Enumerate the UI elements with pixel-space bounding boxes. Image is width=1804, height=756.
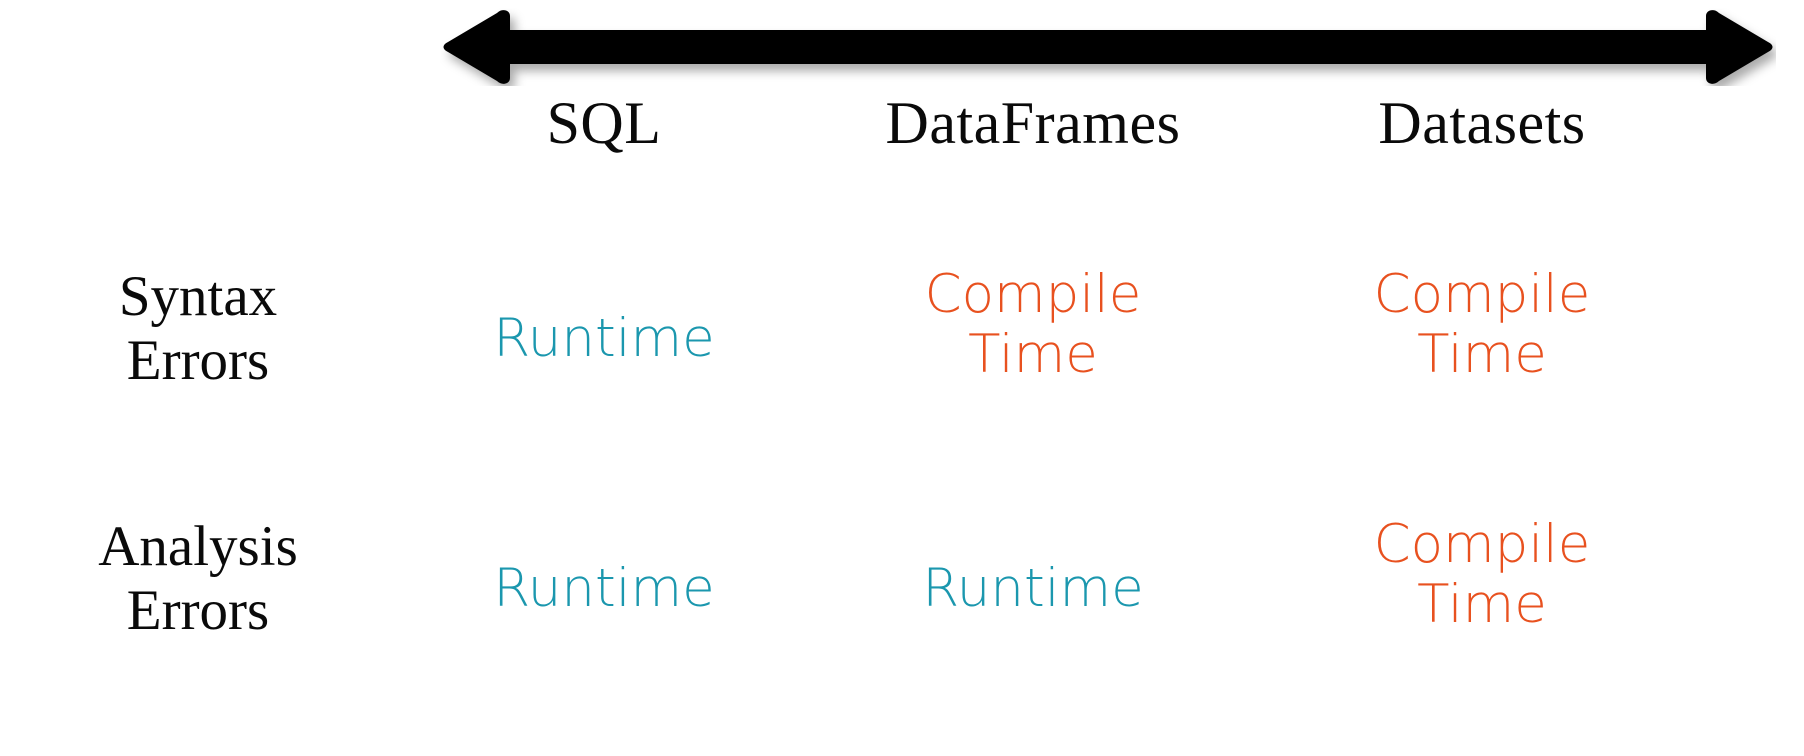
cell-value-line-1: Compile	[1373, 513, 1591, 575]
cell-syntax-dataframes: Compile Time	[798, 204, 1268, 454]
row-header-analysis-errors: Analysis Errors	[0, 454, 410, 704]
cell-value-line-1: Compile	[924, 263, 1142, 325]
row-header-line-1: Syntax	[118, 265, 278, 329]
cell-analysis-dataframes: Runtime	[798, 454, 1268, 704]
column-header-label: DataFrames	[885, 90, 1181, 156]
column-header-label: Datasets	[1378, 90, 1586, 156]
cell-syntax-sql: Runtime	[410, 204, 798, 454]
column-header-sql: SQL	[410, 90, 798, 204]
cell-value-line-1: Compile	[1373, 263, 1591, 325]
cell-value-line-1: Runtime	[922, 557, 1144, 619]
cell-analysis-datasets: Compile Time	[1268, 454, 1696, 704]
cell-analysis-sql: Runtime	[410, 454, 798, 704]
table-corner-spacer	[0, 92, 410, 204]
row-header-syntax-errors: Syntax Errors	[0, 204, 410, 454]
cell-value-line-1: Runtime	[493, 557, 715, 619]
column-header-datasets: Datasets	[1268, 90, 1696, 204]
row-header-line-1: Analysis	[98, 515, 298, 579]
column-header-dataframes: DataFrames	[798, 90, 1268, 204]
double-headed-arrow-icon	[440, 8, 1776, 86]
row-header-line-2: Errors	[126, 329, 270, 392]
cell-value-line-2: Time	[1417, 574, 1547, 635]
cell-value-line-1: Runtime	[493, 307, 715, 369]
cell-value-line-2: Time	[968, 324, 1098, 385]
column-header-label: SQL	[546, 90, 662, 156]
comparison-table: SQL DataFrames Datasets Syntax Errors Ru…	[0, 90, 1804, 752]
cell-syntax-datasets: Compile Time	[1268, 204, 1696, 454]
cell-value-line-2: Time	[1417, 324, 1547, 385]
row-header-line-2: Errors	[126, 579, 270, 642]
